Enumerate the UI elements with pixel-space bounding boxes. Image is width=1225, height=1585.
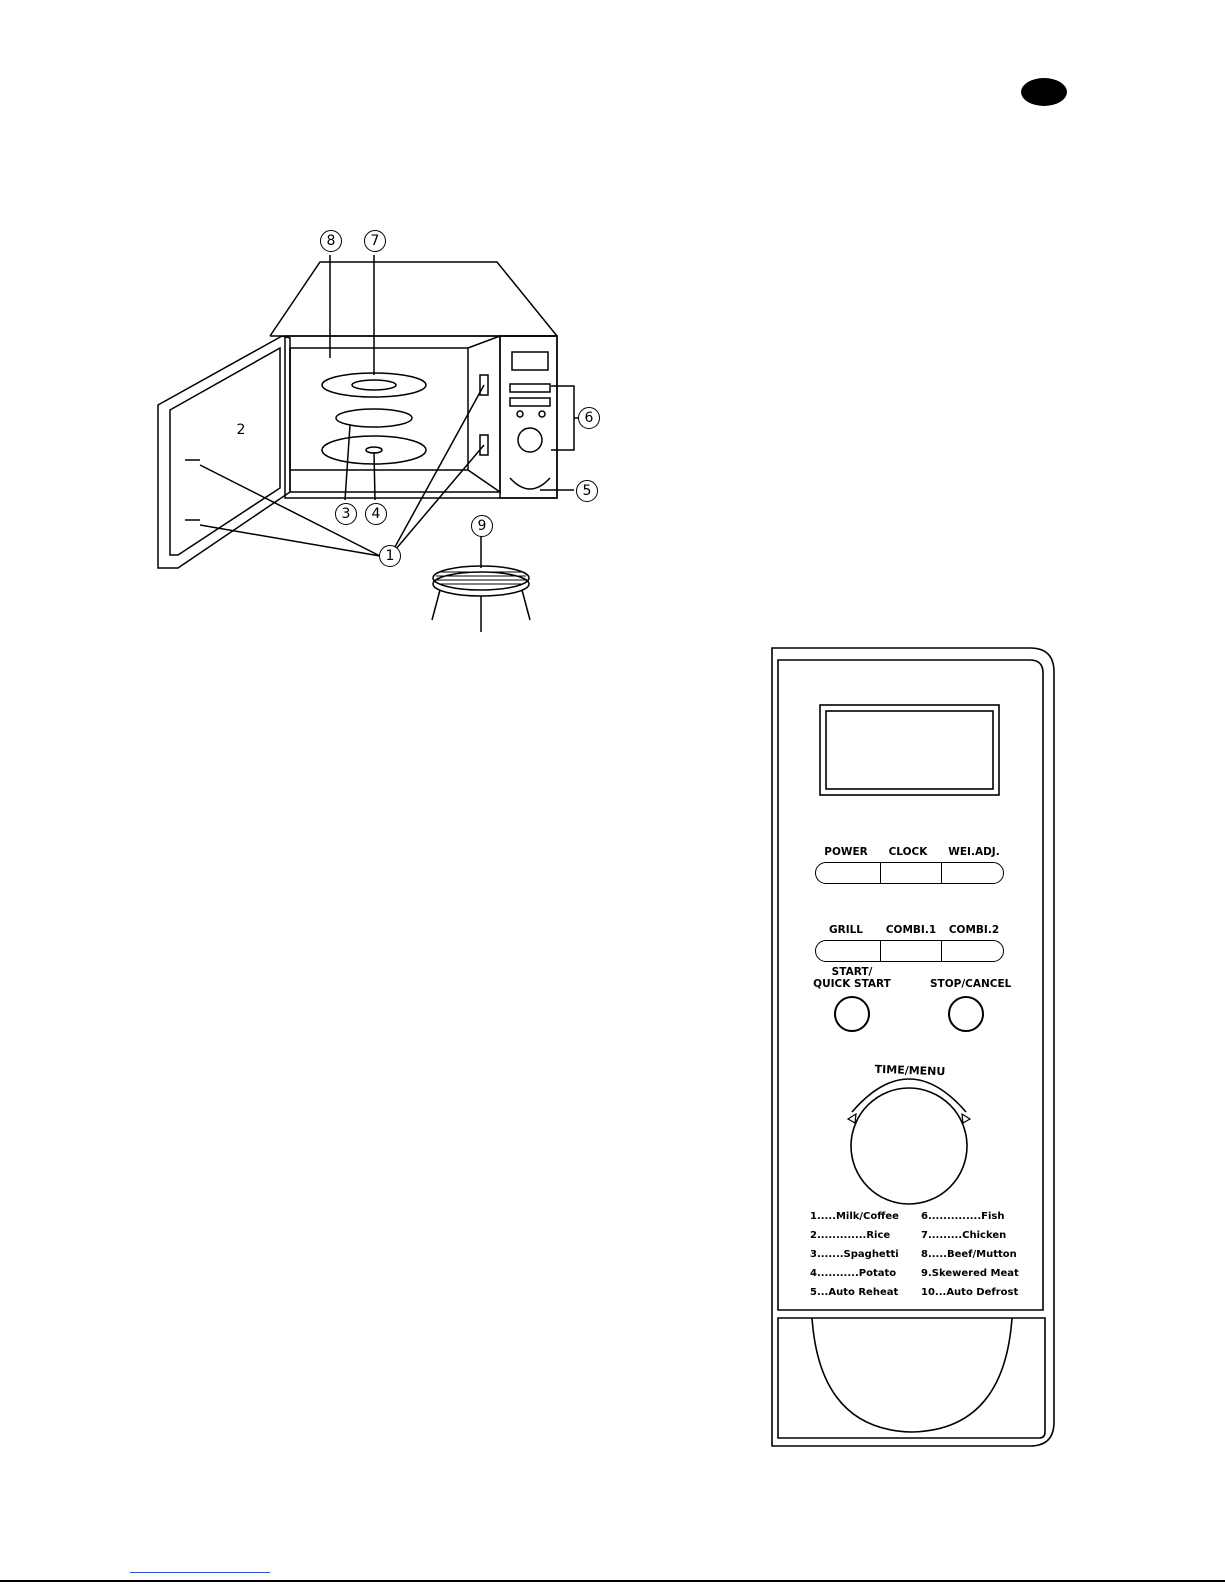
power-button[interactable] [815,862,881,884]
callout-8: 8 [320,230,342,252]
menu-item-4: 4...........Potato [810,1268,896,1279]
menu-item-3: 3.......Spaghetti [810,1249,899,1260]
menu-item-8: 8.....Beef/Mutton [921,1249,1017,1260]
clock-button[interactable] [880,862,942,884]
stop-cancel-button[interactable] [948,996,984,1032]
callout-5: 5 [576,480,598,502]
combi1-button[interactable] [880,940,942,962]
menu-item-6: 6..............Fish [921,1211,1004,1222]
start-quick-start-button[interactable] [834,996,870,1032]
stop-label: STOP/CANCEL [930,978,1010,990]
language-badge [1021,78,1067,106]
combi2-button[interactable] [941,940,1004,962]
time-menu-dial[interactable] [851,1088,967,1204]
menu-item-10: 10...Auto Defrost [921,1287,1018,1298]
start-label-line2: QUICK START [812,978,892,990]
footer-link-line [130,1572,270,1573]
callout-7: 7 [364,230,386,252]
menu-item-2: 2.............Rice [810,1230,890,1241]
footer-rule [0,1580,1225,1582]
callout-2: 2 [231,420,251,440]
combi2-label: COMBI.2 [944,924,1004,936]
callout-3: 3 [335,503,357,525]
callout-6: 6 [578,407,600,429]
callout-4: 4 [365,503,387,525]
wei-adj-button[interactable] [941,862,1004,884]
menu-item-9: 9.Skewered Meat [921,1268,1019,1279]
wei-adj-label: WEI.ADJ. [944,846,1004,858]
microwave-diagram [150,255,610,650]
start-label-line1: START/ [812,966,892,978]
grill-label: GRILL [822,924,870,936]
menu-item-1: 1.....Milk/Coffee [810,1211,899,1222]
clock-label: CLOCK [883,846,933,858]
combi1-label: COMBI.1 [883,924,939,936]
callout-1: 1 [379,545,401,567]
menu-item-7: 7.........Chicken [921,1230,1006,1241]
time-menu-label: TIME/MENU [870,1063,950,1079]
grill-button[interactable] [815,940,881,962]
callout-9: 9 [471,515,493,537]
menu-item-5: 5...Auto Reheat [810,1287,898,1298]
power-label: POWER [822,846,870,858]
